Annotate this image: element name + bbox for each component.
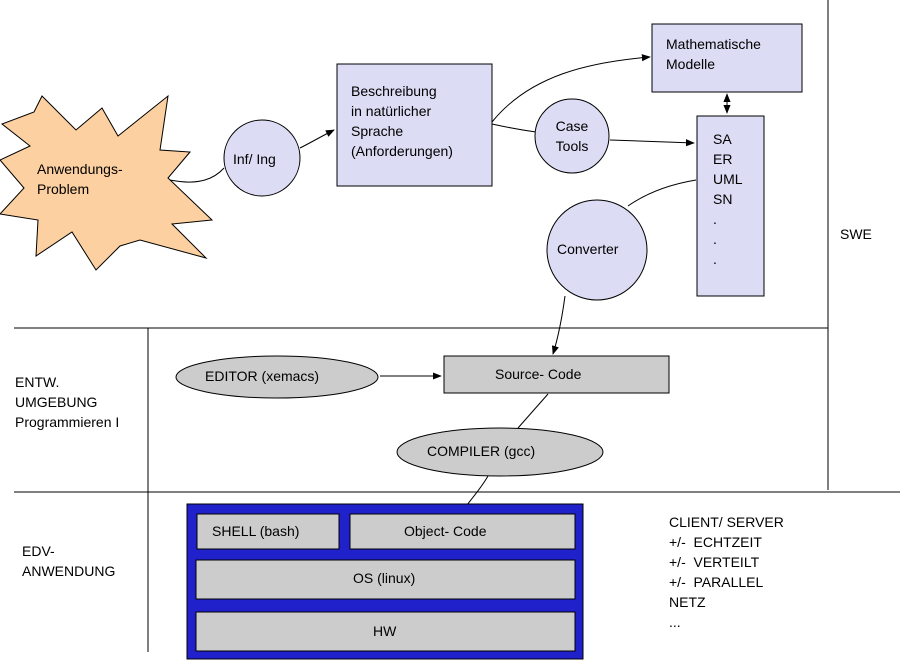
editor-ellipse — [175, 355, 379, 399]
compiler-label: COMPILER (gcc) — [427, 443, 536, 459]
methods-box — [696, 115, 765, 297]
arrow-beschreibung-math — [491, 54, 651, 123]
source-box — [443, 355, 670, 394]
source-label: Source- Code — [495, 366, 582, 382]
methods-label: SA ER UML SN . . . — [713, 131, 743, 267]
infing-label: Inf/ Ing — [233, 151, 276, 167]
shell-label: SHELL (bash) — [212, 523, 300, 539]
arrow-infing-beschreibung — [299, 129, 335, 149]
shell-box — [196, 513, 340, 550]
connector-methods-converter — [627, 179, 697, 207]
arrow-converter-source — [551, 295, 566, 355]
objectcode-box — [349, 513, 576, 550]
connector-source-compiler — [517, 393, 549, 429]
zone-label-swe: SWE — [840, 226, 872, 242]
editor-label: EDITOR (xemacs) — [205, 368, 320, 384]
infing-circle — [223, 119, 301, 197]
hw-box — [195, 611, 576, 652]
connector-beschreibung-casetools — [491, 123, 537, 133]
os-label: OS (linux) — [353, 570, 416, 586]
zone-label-entw: ENTW. UMGEBUNG Programmieren I — [15, 374, 120, 430]
math-box — [651, 23, 803, 93]
problem-label: Anwendungs- Problem — [37, 161, 123, 197]
connector-problem-infing — [169, 167, 225, 183]
hw-label: HW — [373, 623, 397, 639]
casetools-circle — [534, 98, 610, 174]
properties-list: CLIENT/ SERVER +/- ECHTZEIT +/- VERTEILT… — [669, 514, 784, 630]
objectcode-label: Object- Code — [404, 523, 487, 539]
zone-dividers — [14, 0, 900, 652]
converter-label: Converter — [557, 241, 619, 257]
math-label: Mathematische Modelle — [666, 36, 761, 72]
os-box — [195, 559, 576, 600]
compiler-ellipse — [396, 427, 604, 477]
problem-starburst — [0, 94, 214, 271]
converter-circle — [546, 199, 648, 301]
beschreibung-box — [336, 63, 493, 187]
beschreibung-label: Beschreibung in natürlicher Sprache (Anf… — [351, 83, 453, 159]
zone-label-edv: EDV- ANWENDUNG — [22, 543, 116, 579]
casetools-label: Case Tools — [555, 118, 589, 154]
arrow-casetools-methods — [609, 139, 695, 147]
